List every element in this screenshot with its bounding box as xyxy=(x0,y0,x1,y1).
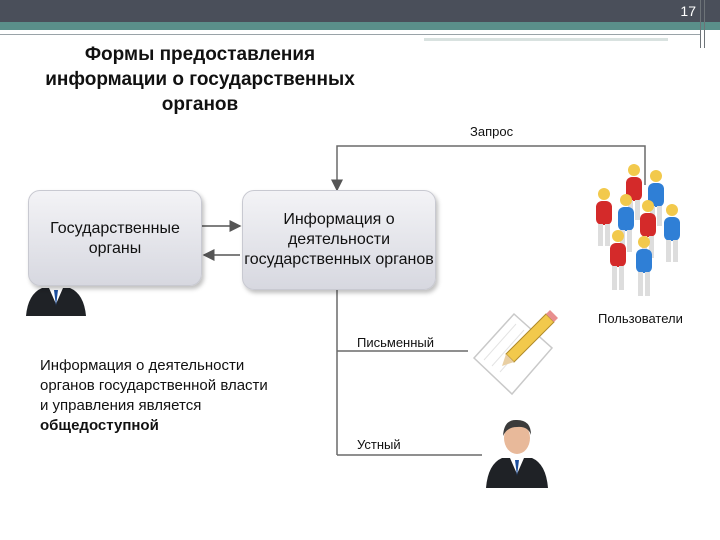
information-box: Информация о деятельности государственны… xyxy=(242,190,436,290)
header-rule xyxy=(0,34,700,35)
written-label: Письменный xyxy=(357,335,435,350)
header-vertical-line xyxy=(704,0,705,48)
title-line: информации о государственных xyxy=(45,69,355,90)
top-bar xyxy=(0,0,720,22)
statement-emphasis: общедоступной xyxy=(40,417,159,434)
request-connector xyxy=(331,145,646,192)
paper-pencil-icon xyxy=(472,310,558,396)
government-bodies-box: Государственные органы xyxy=(28,190,202,286)
title-line: органов xyxy=(161,94,239,115)
businessman-icon xyxy=(486,419,548,488)
slide-title: Формы предоставления информации о госуда… xyxy=(20,42,380,117)
header-highlight-rule xyxy=(424,38,668,41)
oral-label: Устный xyxy=(357,437,401,452)
government-bodies-label: Государственные органы xyxy=(50,220,180,257)
users-label: Пользователи xyxy=(598,311,683,326)
statement-text: Информация о деятельности органов госуда… xyxy=(40,356,280,436)
information-label: Информация о деятельности государственны… xyxy=(244,211,434,268)
page-number: 17 xyxy=(680,3,696,19)
top-accent-bar xyxy=(0,22,720,30)
request-label: Запрос xyxy=(470,124,514,139)
statement-body: Информация о деятельности органов госуда… xyxy=(40,357,268,414)
title-line: Формы предоставления xyxy=(84,44,316,65)
header-vertical-line xyxy=(700,0,701,48)
